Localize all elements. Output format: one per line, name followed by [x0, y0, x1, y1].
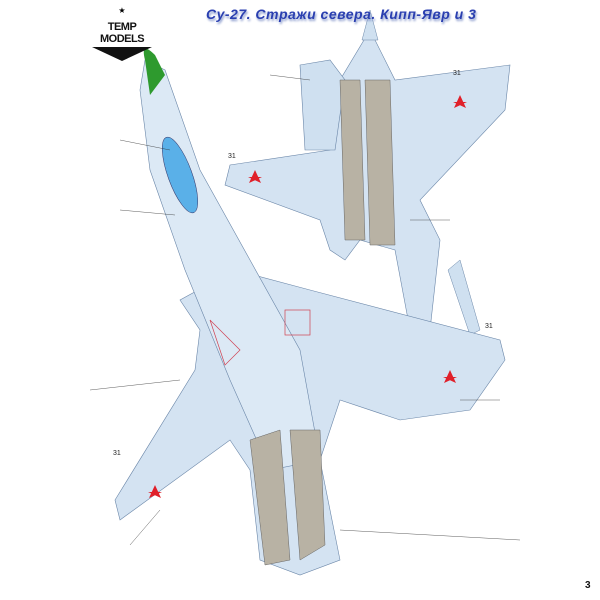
logo-emblem: [92, 47, 152, 61]
star-icon: ★: [118, 6, 126, 15]
su27-underside-view: 31 31: [224, 9, 511, 336]
temp-models-logo: ★ TEMP MODELS: [90, 6, 154, 61]
red-star-icon: [453, 95, 467, 108]
page-title: Су-27. Стражи севера. Кипп-Явр и 3: [206, 6, 477, 22]
page-number: 3: [585, 580, 591, 591]
red-star-icon: [148, 485, 162, 498]
callout-lines: [89, 74, 521, 546]
red-star-icon: [248, 170, 262, 183]
cockpit-canopy: [162, 136, 198, 214]
logo-text: TEMP MODELS: [99, 21, 145, 45]
red-star-icon: [443, 370, 457, 383]
su27-top-view: 31 31: [113, 48, 506, 576]
board-number: 31: [485, 323, 493, 330]
board-number: 31: [113, 450, 121, 457]
board-number: 31: [228, 153, 236, 160]
board-number: 31: [453, 70, 461, 77]
